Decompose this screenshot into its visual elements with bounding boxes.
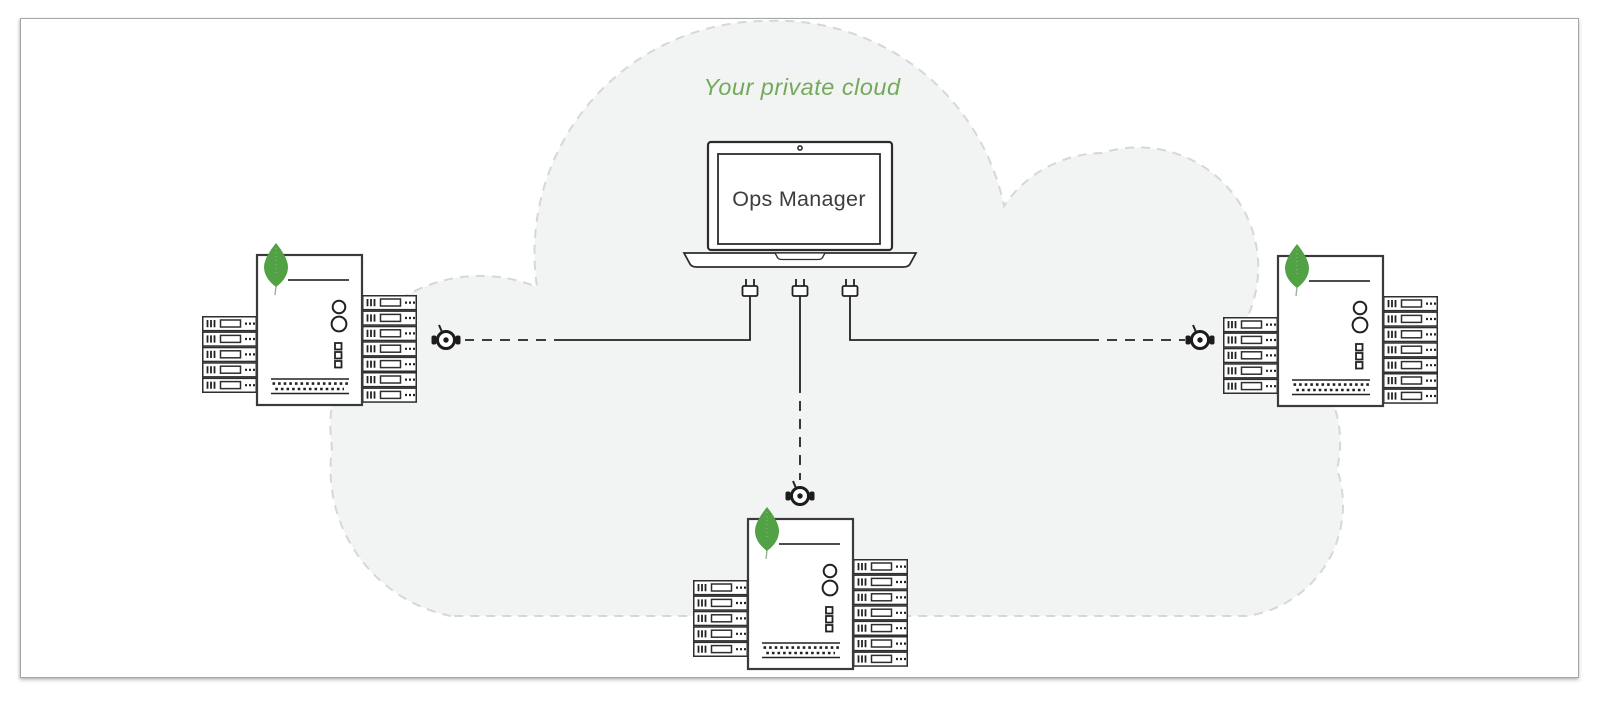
ops-manager-node: Ops Manager — [682, 140, 918, 297]
laptop-trackpad-notch — [773, 252, 827, 261]
laptop-screen — [717, 153, 881, 245]
connection-right — [849, 296, 1185, 341]
private-cloud-diagram: Your private cloud Ops Manager — [21, 19, 1578, 677]
mongodb-cluster-left — [203, 243, 417, 405]
ops-manager-label: Ops Manager — [732, 187, 866, 211]
connection-left — [465, 296, 751, 341]
laptop-webcam — [797, 145, 803, 151]
diagram-card: Your private cloud Ops Manager — [20, 18, 1579, 678]
cloud-title: Your private cloud — [703, 74, 901, 100]
